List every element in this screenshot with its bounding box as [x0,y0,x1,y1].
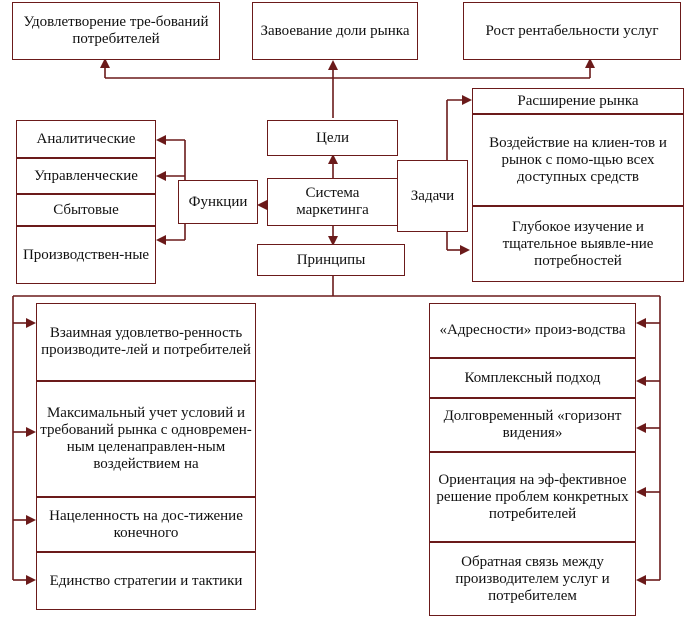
principle-final-result: Нацеленность на дос-тижение конечного [36,497,256,552]
function-analytical: Аналитические [16,120,156,158]
principle-market-conditions: Максимальный учет условий и требований р… [36,381,256,497]
function-managerial: Управленческие [16,158,156,194]
task-market-expansion: Расширение рынка [472,88,684,114]
principle-complex-approach: Комплексный подход [429,358,636,398]
principle-strategy-tactics: Единство стратегии и тактики [36,552,256,610]
tasks-box: Задачи [397,160,468,232]
principles-box: Принципы [257,244,405,276]
task-study-needs: Глубокое изучение и тщательное выявле-ни… [472,206,684,282]
functions-box: Функции [178,180,258,224]
principle-long-term-horizon: Долговременный «горизонт видения» [429,398,636,452]
goals-box: Цели [267,120,398,156]
task-influence: Воздействие на клиен-тов и рынок с помо-… [472,114,684,206]
marketing-system-box: Система маркетинга [267,178,398,226]
goal-label: Рост рентабельности услуг [485,22,659,39]
principle-feedback: Обратная связь между производителем услу… [429,542,636,616]
principle-customer-orientation: Ориентация на эф-фективное решение пробл… [429,452,636,542]
goal-customer-satisfaction: Удовлетворение тре-бований потребителей [12,2,220,60]
function-production: Производствен-ные [16,226,156,284]
goal-market-share: Завоевание доли рынка [252,2,418,60]
goal-profitability: Рост рентабельности услуг [463,2,681,60]
goal-label: Завоевание доли рынка [260,22,410,39]
function-sales: Сбытовые [16,194,156,226]
principle-mutual-satisfaction: Взаимная удовлетво-ренность производите-… [36,303,256,381]
principle-targeted-production: «Адресности» произ-водства [429,303,636,358]
goal-label: Удовлетворение тре-бований потребителей [23,14,209,47]
